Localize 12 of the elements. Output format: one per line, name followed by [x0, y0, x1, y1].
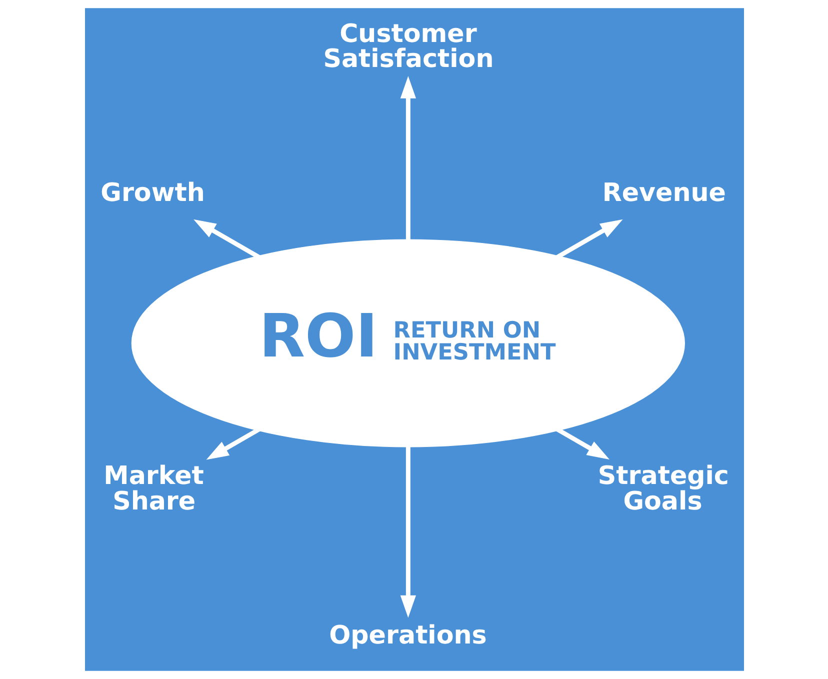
- node-text: Customer Satisfaction: [322, 18, 494, 74]
- node-text: Strategic Goals: [597, 460, 728, 516]
- node-text: Revenue: [602, 177, 726, 208]
- arrow: [400, 444, 416, 618]
- node-text: Growth: [100, 177, 204, 208]
- arrow: [554, 426, 609, 460]
- arrow: [206, 426, 261, 460]
- arrow: [193, 219, 261, 260]
- arrow: [554, 219, 622, 260]
- arrow: [400, 76, 416, 242]
- node-text: Operations: [328, 619, 486, 650]
- node-text: Market Share: [103, 460, 204, 516]
